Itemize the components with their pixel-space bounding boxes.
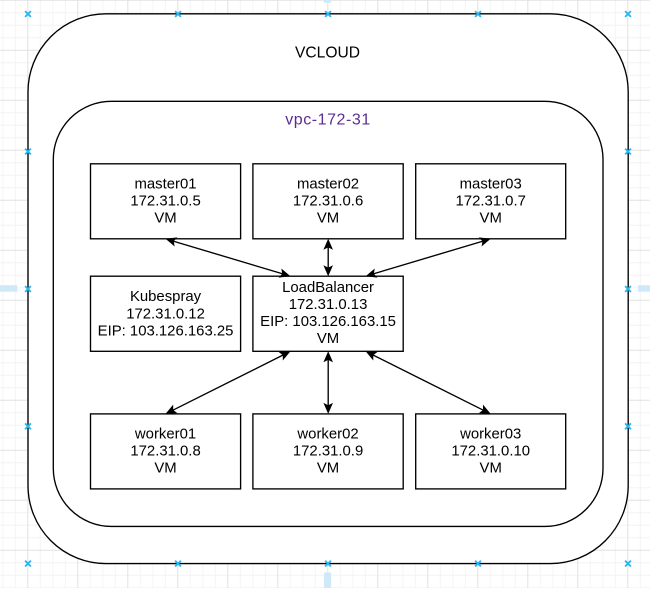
svg-text:VM: VM bbox=[317, 331, 339, 347]
svg-text:VM: VM bbox=[317, 461, 339, 477]
svg-text:LoadBalancer: LoadBalancer bbox=[282, 280, 374, 296]
svg-text:worker01: worker01 bbox=[134, 427, 196, 443]
svg-text:worker02: worker02 bbox=[296, 427, 358, 443]
svg-text:VCLOUD: VCLOUD bbox=[295, 45, 360, 62]
svg-text:vpc-172-31: vpc-172-31 bbox=[285, 111, 371, 128]
svg-text:172.31.0.12: 172.31.0.12 bbox=[126, 306, 205, 322]
svg-text:172.31.0.8: 172.31.0.8 bbox=[130, 444, 200, 460]
svg-text:worker03: worker03 bbox=[459, 427, 521, 443]
svg-text:VM: VM bbox=[154, 210, 176, 226]
svg-text:172.31.0.6: 172.31.0.6 bbox=[293, 193, 363, 209]
svg-text:VM: VM bbox=[480, 461, 502, 477]
svg-text:172.31.0.10: 172.31.0.10 bbox=[451, 444, 530, 460]
svg-text:EIP: 103.126.163.25: EIP: 103.126.163.25 bbox=[98, 324, 234, 340]
svg-text:VM: VM bbox=[317, 210, 339, 226]
svg-text:master01: master01 bbox=[135, 176, 197, 192]
svg-text:Kubespray: Kubespray bbox=[130, 289, 202, 305]
svg-text:EIP: 103.126.163.15: EIP: 103.126.163.15 bbox=[260, 314, 396, 330]
svg-text:172.31.0.5: 172.31.0.5 bbox=[130, 193, 200, 209]
svg-text:master03: master03 bbox=[460, 176, 522, 192]
svg-text:master02: master02 bbox=[297, 176, 359, 192]
svg-text:VM: VM bbox=[154, 461, 176, 477]
svg-text:172.31.0.9: 172.31.0.9 bbox=[293, 444, 363, 460]
svg-text:172.31.0.13: 172.31.0.13 bbox=[289, 297, 368, 313]
svg-text:172.31.0.7: 172.31.0.7 bbox=[456, 193, 526, 209]
svg-text:VM: VM bbox=[480, 210, 502, 226]
